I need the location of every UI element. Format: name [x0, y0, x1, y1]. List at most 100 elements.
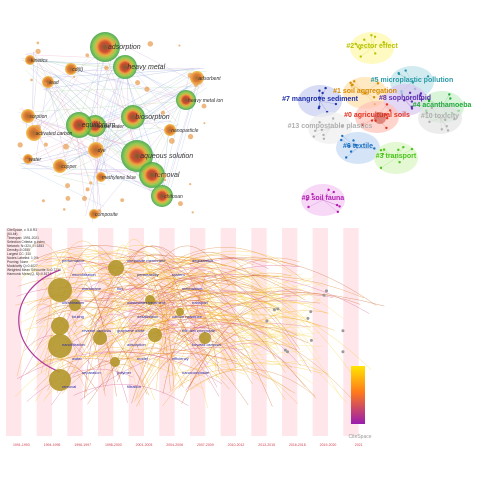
- timeline-term: model: [137, 356, 148, 361]
- minor-node: [89, 181, 92, 184]
- cluster-node: [441, 128, 443, 130]
- timeline-node: [48, 278, 72, 302]
- year-label: 1991-1993: [13, 443, 30, 447]
- cluster-node: [321, 92, 323, 94]
- minor-node: [65, 196, 70, 201]
- keyword-label: kinetics: [31, 58, 48, 64]
- cluster-node: [363, 38, 365, 40]
- minor-node: [85, 53, 89, 57]
- timeline-node-small: [341, 350, 344, 353]
- minor-node: [203, 122, 205, 124]
- cluster-node: [373, 147, 375, 149]
- minor-node: [188, 73, 194, 79]
- cluster-node: [353, 80, 355, 82]
- cluster-label: #4 acanthamoeba: [413, 102, 472, 109]
- minor-node: [18, 142, 23, 147]
- year-label: 2016-2018: [289, 443, 306, 447]
- minor-node: [144, 87, 149, 92]
- keyword-label: copper: [61, 164, 77, 170]
- minor-node: [120, 198, 124, 202]
- cluster-label: #7 mangrove sediment: [282, 96, 359, 103]
- minor-node: [42, 199, 45, 202]
- minor-node: [193, 82, 198, 87]
- minor-node: [97, 209, 101, 213]
- network-a-edge: [77, 133, 86, 206]
- timeline-term: carbon nanotube: [172, 314, 203, 319]
- year-label: 1998-2000: [105, 443, 122, 447]
- cluster-node: [322, 134, 324, 136]
- cluster-node: [345, 156, 347, 158]
- cluster-label: #5 microplastic pollution: [371, 77, 453, 84]
- keyword-label: methylene blue: [102, 175, 136, 181]
- timeline-term: ultrafiltration: [62, 300, 84, 305]
- timeline-term: reverse osmosis: [82, 328, 111, 333]
- cluster-node: [332, 117, 334, 119]
- minor-node: [169, 138, 175, 144]
- minor-node: [86, 187, 90, 191]
- timeline-term: wastewater treatment: [127, 300, 166, 305]
- keyword-label: biosorption: [135, 114, 169, 121]
- cluster-node: [313, 135, 315, 137]
- minor-node: [135, 80, 140, 85]
- timeline-term: thin film composite: [182, 328, 216, 333]
- cluster-node: [323, 138, 325, 140]
- timeline-term: nanocomposite: [182, 370, 210, 375]
- minor-node: [30, 79, 33, 82]
- minor-node: [65, 183, 70, 188]
- cluster-label: #6 textile: [343, 143, 373, 150]
- cluster-label: #10 toxicity: [421, 113, 459, 120]
- timeline-node: [110, 357, 120, 367]
- cluster-label: #2 vector effect: [346, 43, 398, 50]
- keyword-label: adsorption: [108, 44, 141, 51]
- minor-node: [35, 49, 40, 54]
- year-stripe: [37, 228, 52, 436]
- cluster-node: [447, 129, 449, 131]
- keyword-label: adsorbent: [198, 76, 221, 82]
- year-label: 1994-1995: [44, 443, 61, 447]
- cluster-node: [409, 92, 411, 94]
- keyword-label: activated carbon: [36, 131, 73, 137]
- timeline-term: flux: [117, 286, 123, 291]
- timeline-term: efficiency: [172, 356, 189, 361]
- cluster-node: [327, 189, 329, 191]
- timeline-term: composite membrane: [127, 258, 166, 263]
- cluster-label: #8 sophorolipid: [379, 95, 431, 102]
- cluster-node: [385, 127, 387, 129]
- cluster-node: [383, 148, 385, 150]
- year-label: 1996-1997: [74, 443, 91, 447]
- cluster-node: [349, 82, 351, 84]
- cluster-node: [386, 103, 388, 105]
- cluster-label: #1 soil aggregation: [333, 88, 397, 95]
- network-a-edge: [21, 163, 56, 168]
- minor-node: [158, 172, 161, 175]
- cluster-node: [446, 125, 448, 127]
- timeline-node-small: [309, 310, 312, 313]
- timeline-term: performance: [62, 258, 85, 263]
- minor-node: [63, 144, 69, 150]
- timeline-node-small: [265, 319, 268, 322]
- minor-node: [178, 201, 183, 206]
- minor-node: [148, 41, 154, 47]
- minor-node: [178, 45, 180, 47]
- keyword-label: cd(ii): [72, 67, 83, 73]
- timeline-term: transport: [192, 300, 209, 305]
- timeline-term: separation: [82, 370, 101, 375]
- keyword-label: heavy metal: [127, 64, 165, 71]
- network-a-edge: [88, 60, 117, 123]
- cluster-node: [374, 36, 376, 38]
- minor-node: [44, 143, 48, 147]
- cluster-node: [360, 55, 362, 57]
- timeline-node-small: [284, 349, 287, 352]
- cluster-node: [352, 139, 354, 141]
- minor-node: [63, 208, 66, 211]
- keyword-label: dye: [98, 148, 106, 154]
- timeline-node: [148, 328, 162, 342]
- cluster-node: [314, 130, 316, 132]
- timeline-node-small: [273, 308, 276, 311]
- cluster-node: [404, 69, 406, 71]
- timeline-node-small: [310, 339, 313, 342]
- minor-node: [26, 159, 29, 162]
- minor-node: [73, 76, 75, 78]
- cluster-node: [371, 119, 373, 121]
- cluster-node: [341, 135, 343, 137]
